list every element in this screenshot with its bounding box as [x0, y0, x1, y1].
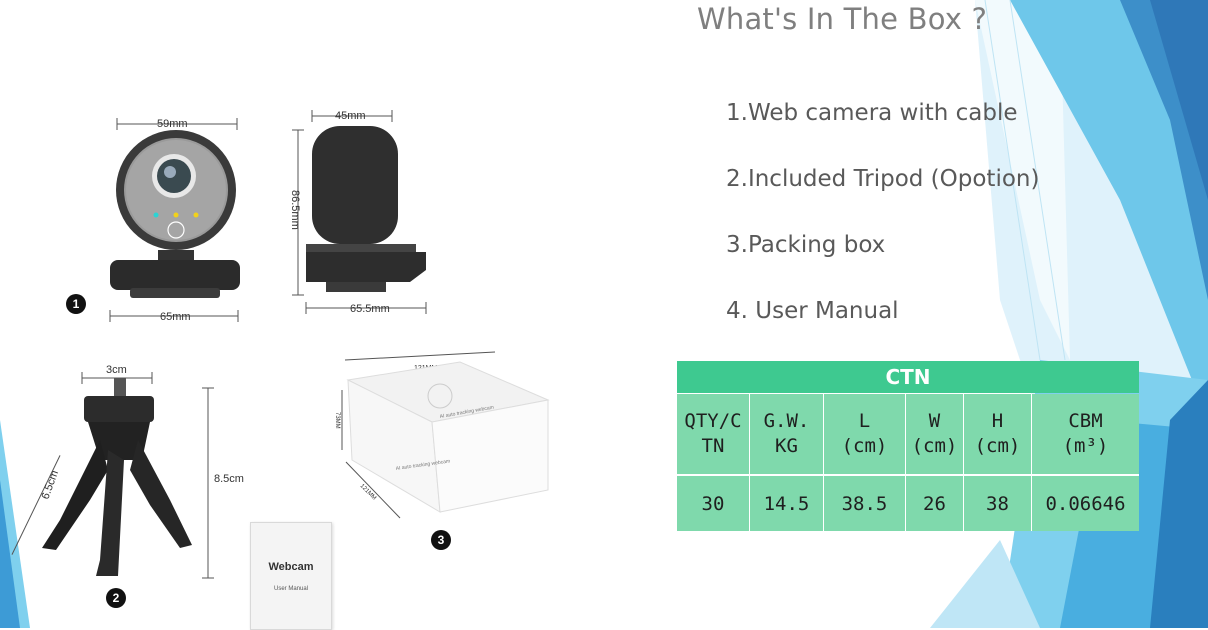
list-item: 3.Packing box	[726, 232, 886, 258]
table-cell: 26	[906, 476, 964, 531]
table-cell: 30	[677, 476, 750, 531]
product-illustrations: 59mm 65mm 45mm 86.5mm 65.5mm	[11, 110, 550, 579]
badge-camera: 1	[66, 294, 86, 314]
table-cell: 14.5	[750, 476, 824, 531]
packing-box-image: 121MM AI auto tracking webcam AI auto tr…	[334, 351, 550, 519]
list-item: 4. User Manual	[726, 298, 899, 324]
camera-height-label: 86.5mm	[289, 190, 301, 230]
list-item: 2.Included Tripod (Opotion)	[726, 166, 1040, 192]
badge-tripod: 2	[106, 588, 126, 608]
column-header: CBM(m³)	[1032, 394, 1139, 476]
tripod-top-label: 3cm	[106, 364, 127, 376]
column-header: W(cm)	[906, 394, 964, 476]
tripod-leg-label: 6.5cm	[40, 469, 62, 501]
camera-base-label: 65mm	[160, 311, 191, 323]
slide-title: What's In The Box ?	[697, 2, 988, 36]
box-height-label: 73MM	[334, 412, 340, 429]
camera-front-image: 59mm 65mm	[109, 118, 240, 323]
table-cell: 38	[964, 476, 1032, 531]
column-header: H(cm)	[964, 394, 1032, 476]
user-manual-image: Webcam User Manual	[250, 522, 332, 630]
camera-width-label: 59mm	[157, 118, 188, 130]
carton-table-header: CTN	[677, 361, 1139, 393]
camera-depth-label: 45mm	[335, 110, 366, 122]
column-header: L(cm)	[824, 394, 906, 476]
box-contents-list: 1.Web camera with cable 2.Included Tripo…	[726, 96, 1039, 360]
badge-box: 3	[431, 530, 451, 550]
table-cell: 38.5	[824, 476, 906, 531]
manual-subtitle: User Manual	[273, 586, 308, 592]
table-cell: 0.06646	[1032, 476, 1139, 531]
column-header: G.W.KG	[750, 394, 824, 476]
camera-side-image: 45mm 86.5mm 65.5mm	[289, 110, 427, 315]
tripod-image: 3cm 6.5cm 8.5cm	[11, 364, 244, 579]
list-item: 1.Web camera with cable	[726, 100, 1018, 126]
camera-side-base-label: 65.5mm	[350, 303, 390, 315]
manual-title: Webcam	[268, 561, 314, 573]
table-row: 30 14.5 38.5 26 38 0.06646	[677, 476, 1139, 531]
tripod-height-label: 8.5cm	[214, 473, 244, 485]
box-width-label: 121MM	[359, 483, 377, 501]
